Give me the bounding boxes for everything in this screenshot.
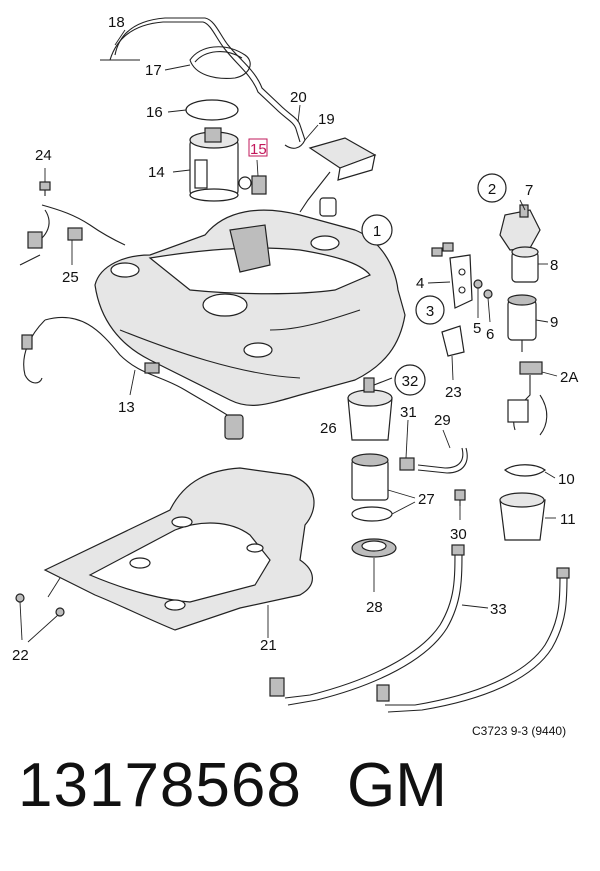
bolt-30-part (454, 489, 466, 506)
label-31: 31 (400, 404, 417, 421)
clip-31-part (399, 457, 415, 471)
fasteners-22-part (15, 593, 65, 617)
label-5: 5 (473, 320, 481, 337)
label-28: 28 (366, 599, 383, 616)
label-2a: 2A (560, 369, 578, 386)
cup-11-part (499, 492, 546, 541)
leader-lines (19, 29, 558, 643)
label-29: 29 (434, 412, 451, 429)
label-14: 14 (148, 164, 165, 181)
seal-ring-part (185, 99, 239, 121)
label-4: 4 (416, 275, 424, 292)
label-23: 23 (445, 384, 462, 401)
circle-label-32: 32 (394, 364, 426, 396)
label-19: 19 (318, 111, 335, 128)
fuel-filter-9-part (507, 294, 537, 352)
label-30: 30 (450, 526, 467, 543)
label-21: 21 (260, 637, 277, 654)
seal-10-part (503, 464, 547, 477)
bracket-4-part (431, 242, 493, 309)
strap-29-part (417, 447, 468, 474)
label-20: 20 (290, 89, 307, 106)
label-8: 8 (550, 257, 558, 274)
fuel-filter-8-part (511, 246, 539, 283)
wiring-harness-13-part (21, 316, 244, 440)
label-33: 33 (490, 601, 507, 618)
label-16: 16 (146, 104, 163, 121)
label-9: 9 (550, 314, 558, 331)
circle-label-3: 3 (415, 295, 445, 325)
label-18: 18 (108, 14, 125, 31)
label-26: 26 (320, 420, 337, 437)
lock-ring-28-part (351, 538, 397, 558)
bracket-15-part (238, 175, 267, 195)
label-15: 15 (250, 141, 267, 158)
label-13: 13 (118, 399, 135, 416)
label-27: 27 (418, 491, 435, 508)
filler-vent-part (299, 137, 377, 217)
tank-straps-33-part (269, 544, 570, 713)
sender-2a-part (507, 361, 548, 436)
label-25: 25 (62, 269, 79, 286)
circle-label-1: 1 (361, 214, 393, 246)
wiring-harness-25-part (19, 204, 126, 266)
label-24: 24 (35, 147, 52, 164)
label-3: 3 (426, 303, 434, 320)
label-17: 17 (145, 62, 162, 79)
clip-23-part (441, 325, 465, 357)
seal-27-part (351, 506, 393, 522)
fuel-lines-part (100, 17, 306, 149)
label-6: 6 (486, 326, 494, 343)
fuel-tank-part (94, 209, 406, 406)
manufacturer-name: GM (347, 751, 447, 820)
highlight-box-15 (248, 138, 268, 157)
label-32: 32 (402, 373, 419, 390)
label-1: 1 (373, 223, 381, 240)
diagram-reference-code: C3723 9-3 (9440) (472, 724, 566, 738)
label-11: 11 (560, 511, 576, 528)
filter-cap-7-part (499, 204, 541, 251)
heat-shield-part (43, 467, 315, 631)
label-2: 2 (488, 181, 496, 198)
fuel-pump-module-part (189, 127, 239, 202)
filter-27-part (351, 453, 389, 501)
part-number: 13178568 (18, 751, 302, 820)
label-7: 7 (525, 182, 533, 199)
pump-26-part (347, 377, 393, 441)
circle-label-2: 2 (477, 173, 507, 203)
bolt-24-part (39, 181, 51, 196)
label-22: 22 (12, 647, 29, 664)
label-10: 10 (558, 471, 575, 488)
